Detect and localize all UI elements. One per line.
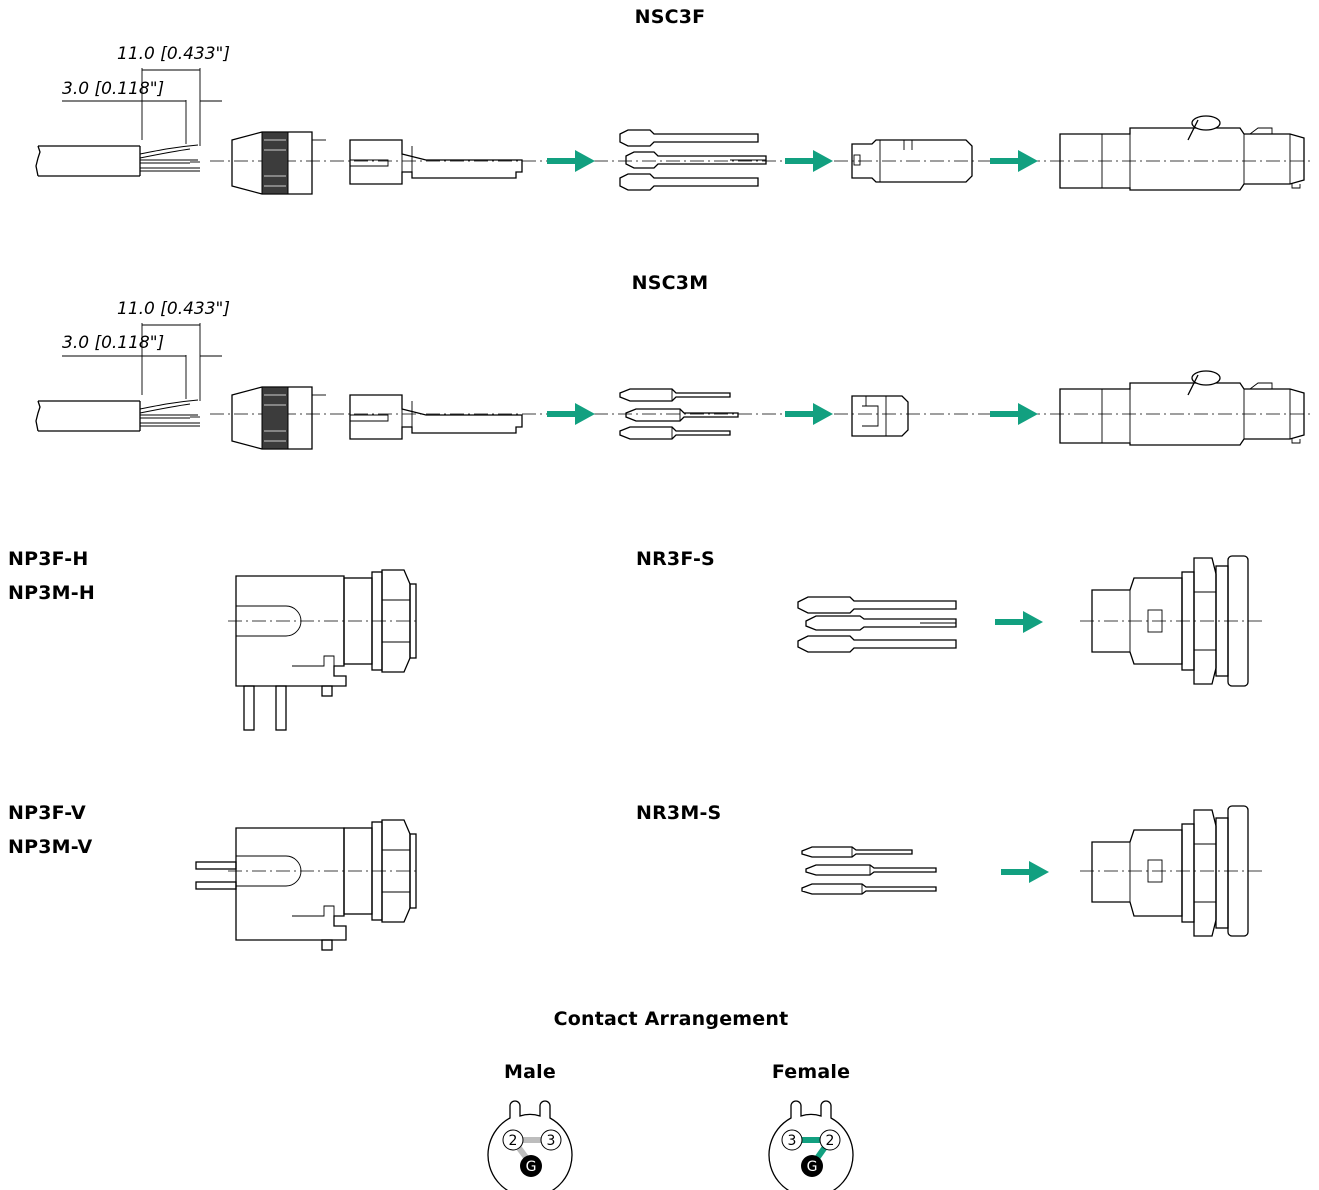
np3f-h-title: NP3F-H xyxy=(8,548,89,570)
np3m-v-title: NP3M-V xyxy=(8,836,93,858)
nsc3m-title: NSC3M xyxy=(631,272,709,294)
nr3f-s-assembly xyxy=(797,555,1262,687)
male-contact-diagram xyxy=(487,1100,573,1190)
contact-arrangement-title: Contact Arrangement xyxy=(553,1008,789,1030)
np3-h-drawing xyxy=(228,569,420,731)
female-contact-diagram xyxy=(768,1100,854,1190)
nsc3f-assembly xyxy=(35,67,1310,195)
nsc3m-dim-inner: 3.0 [0.118"] xyxy=(62,333,165,353)
nsc3m-assembly xyxy=(35,322,1310,450)
nsc3f-dim-outer: 11.0 [0.433"] xyxy=(117,44,231,64)
female-pin-3: 3 xyxy=(788,1133,797,1149)
female-label: Female xyxy=(771,1061,851,1083)
nsc3m-dim-outer: 11.0 [0.433"] xyxy=(117,299,231,319)
nsc3f-dim-inner: 3.0 [0.118"] xyxy=(62,79,165,99)
np3m-h-title: NP3M-H xyxy=(8,582,95,604)
nr3m-s-assembly xyxy=(801,805,1262,937)
male-pin-3: 3 xyxy=(547,1133,556,1149)
female-pin-2: 2 xyxy=(826,1133,835,1149)
male-pin-ground: G xyxy=(526,1159,537,1175)
male-label: Male xyxy=(504,1061,556,1083)
female-pin-ground: G xyxy=(807,1159,818,1175)
nsc3f-title: NSC3F xyxy=(634,6,706,28)
nr3m-s-title: NR3M-S xyxy=(636,802,722,824)
male-pin-2: 2 xyxy=(509,1133,518,1149)
np3-v-drawing xyxy=(195,819,420,951)
nr3f-s-title: NR3F-S xyxy=(636,548,715,570)
np3f-v-title: NP3F-V xyxy=(8,802,86,824)
